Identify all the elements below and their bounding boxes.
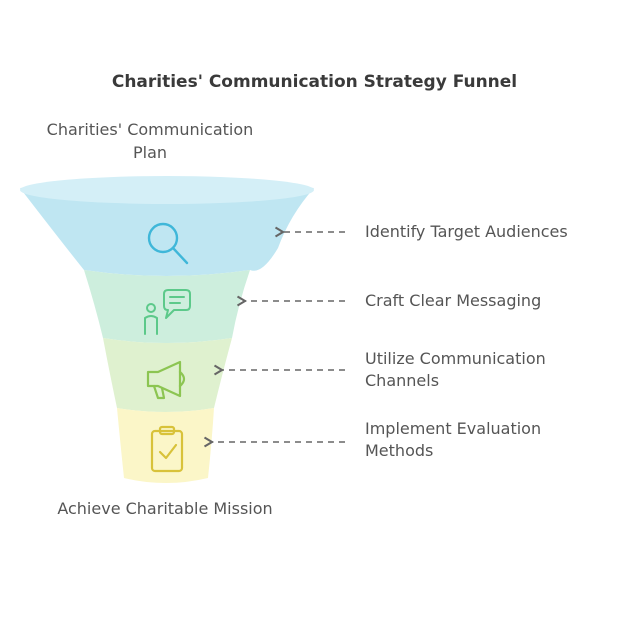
funnel-stage-2 — [84, 270, 250, 343]
stage-label-craft-clear-messaging: Craft Clear Messaging — [365, 291, 542, 310]
magnifier-icon — [147, 222, 189, 265]
stage-label-utilize-communication-channels: Utilize Communication Channels — [365, 349, 546, 390]
funnel-bottom-label: Achieve Charitable Mission — [57, 499, 273, 518]
funnel-stage-1 — [20, 182, 314, 276]
funnel-stage-3 — [103, 338, 232, 412]
stage-label-identify-target-audiences: Identify Target Audiences — [365, 222, 568, 241]
stage-label-implement-evaluation-methods: Implement Evaluation Methods — [365, 419, 542, 460]
clipboard-check-icon — [150, 425, 184, 473]
chart-title: Charities' Communication Strategy Funnel — [111, 72, 518, 92]
funnel-rim — [20, 176, 314, 204]
megaphone-icon — [146, 360, 186, 400]
person-speech-bubble-icon — [144, 289, 191, 335]
funnel-top-label: Charities' Communication Plan — [46, 120, 254, 162]
funnel-stage-4 — [117, 408, 214, 483]
